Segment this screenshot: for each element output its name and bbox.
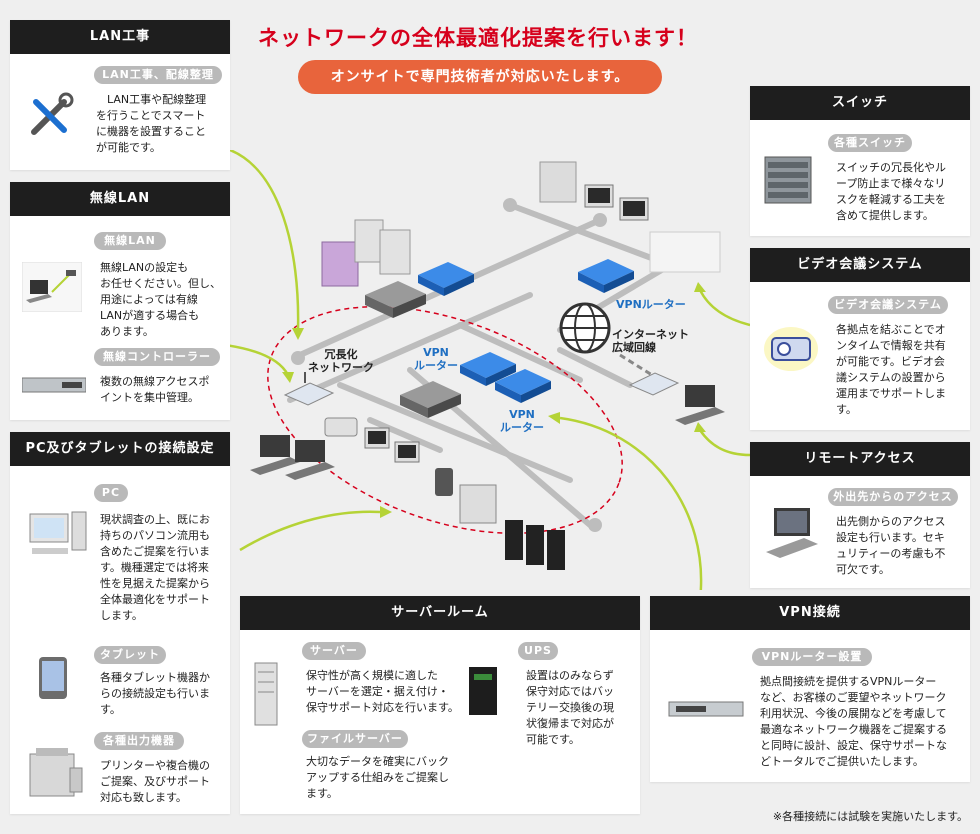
server-text: 保守性が高く規模に適した サーバーを選定・据え付け・ 保守サポート対応を行います…: [306, 669, 459, 714]
vpn-text: 拠点間接続を提供するVPNルーター など、お客様のご要望やネットワーク 利用状況…: [760, 675, 947, 768]
desktop-pc-icon: [584, 184, 649, 221]
server-rack-icon: [254, 662, 278, 726]
internet-globe-icon: [559, 302, 611, 354]
switch-rack-icon: [764, 156, 812, 204]
laptop-icon: [766, 508, 818, 558]
panel-title: スイッチ: [750, 86, 970, 120]
vpn-router-label: VPNルーター: [616, 298, 686, 311]
video-text: 各拠点を結ぶことでオ ンタイムで情報を共有 が可能です。ビデオ会 議システムの設…: [836, 323, 946, 416]
phone-icon: [324, 417, 358, 437]
server-room-panel: サーバールーム サーバー 保守性が高く規模に適した サーバーを選定・据え付け・ …: [240, 596, 640, 814]
lan-text: LAN工事や配線整理 を行うことでスマート に機器を設置すること が可能です。: [96, 93, 207, 154]
video-pill: ビデオ会議システム: [828, 296, 948, 314]
panel-title: 無線LAN: [10, 182, 230, 216]
ups-pill: UPS: [518, 642, 558, 660]
vpn-router-icon: [495, 369, 551, 403]
output-device-pill: 各種出力機器: [94, 732, 184, 750]
printer-icon: [29, 748, 83, 797]
desktop-pc-icon: [364, 427, 420, 463]
panel-title: VPN接続: [650, 596, 970, 630]
vpn-router-label: VPN ルーター: [500, 408, 544, 434]
video-conference-icon: [649, 231, 721, 273]
wireless-laptop-icon: [22, 262, 82, 312]
vpn-router-icon: [578, 259, 634, 293]
redundant-network-label: 冗長化 ネットワーク: [308, 348, 374, 374]
wireless-controller-text: 複数の無線アクセスポ イントを集中管理。: [100, 375, 210, 404]
vpn-panel: VPN接続 VPNルーター設置 拠点間接続を提供するVPNルーター など、お客様…: [650, 596, 970, 782]
network-diagram: [230, 150, 750, 590]
laptop-icon: [250, 435, 335, 480]
pc-pill: PC: [94, 484, 128, 502]
video-panel: ビデオ会議システム ビデオ会議システム 各拠点を結ぶことでオ ンタイムで情報を共…: [750, 248, 970, 430]
lan-pill: LAN工事、配線整理: [94, 66, 222, 84]
onsite-banner: オンサイトで専門技術者が対応いたします。: [298, 60, 662, 94]
switch-panel: スイッチ 各種スイッチ スイッチの冗長化やル ープ防止まで様々なリ スクを軽減す…: [750, 86, 970, 236]
vpn-router-pill: VPNルーター設置: [752, 648, 872, 666]
switch-icon: [400, 381, 461, 418]
file-server-pill: ファイルサーバー: [302, 730, 408, 748]
file-server-text: 大切なデータを確実にバック アップする仕組みをご提案し ます。: [306, 755, 449, 800]
vpn-router-label: VPN ルーター: [414, 346, 458, 372]
ups-icon: [469, 667, 497, 715]
switch-icon: [365, 281, 426, 318]
vpn-router-icon: [418, 262, 474, 296]
ups-text: 設置はのみならず 保守対応ではバッ テリー交換後の現 状復帰まで対応が 可能です…: [526, 669, 614, 746]
panel-title: ビデオ会議システム: [750, 248, 970, 282]
panel-title: サーバールーム: [240, 596, 640, 630]
lan-panel: LAN工事 LAN工事、配線整理 LAN工事や配線整理 を行うことでスマート に…: [10, 20, 230, 170]
laptop-icon: [675, 385, 725, 425]
remote-panel: リモートアクセス 外出先からのアクセス 出先側からのアクセス 設定も行います。セ…: [750, 442, 970, 588]
access-point-icon: [628, 372, 680, 396]
panel-title: リモートアクセス: [750, 442, 970, 476]
vpn-router-device-icon: [668, 701, 744, 717]
wireless-text: 無線LANの設定も お任せください。但し、 用途によっては有線 LANが適する場…: [100, 261, 221, 338]
wireless-controller-icon: [22, 377, 86, 393]
access-point-icon: [283, 372, 335, 406]
server-icon: [321, 219, 411, 287]
page-headline: ネットワークの全体最適化提案を行います！: [258, 26, 698, 50]
wireless-panel: 無線LAN 無線LAN 無線LANの設定も お任せください。但し、 用途によって…: [10, 182, 230, 420]
remote-pill: 外出先からのアクセス: [828, 488, 958, 506]
server-icon: [539, 161, 577, 203]
pc-text: 現状調査の上、既にお 持ちのパソコン流用も 含めたご提案を行いま す。機種選定で…: [100, 513, 210, 622]
vpn-router-icon: [460, 352, 516, 386]
panel-title: PC及びタブレットの接続設定: [10, 432, 230, 466]
pc-panel: PC及びタブレットの接続設定 PC 現状調査の上、既にお 持ちのパソコン流用も …: [10, 432, 230, 814]
switch-pill: 各種スイッチ: [828, 134, 912, 152]
server-pill: サーバー: [302, 642, 366, 660]
switch-text: スイッチの冗長化やル ープ防止まで様々なリ スクを軽減する工夫を 含めて提供しま…: [836, 161, 946, 222]
wrench-screwdriver-icon: [24, 90, 76, 142]
wireless-pill: 無線LAN: [94, 232, 166, 250]
tablet-text: 各種タブレット機器か らの接続設定も行いま す。: [100, 671, 210, 716]
desktop-pc-icon: [29, 511, 87, 554]
tablet-icon: [39, 657, 67, 699]
remote-text: 出先側からのアクセス 設定も行います。セキ ュリティーの考慮も不 可欠です。: [836, 515, 946, 576]
internet-label: インターネット 広域回線: [612, 328, 689, 354]
projector-icon: [764, 327, 818, 371]
panel-title: LAN工事: [10, 20, 230, 54]
output-device-text: プリンターや複合機の ご提案、及びサポート 対応も致します。: [100, 759, 210, 804]
printer-icon: [459, 484, 497, 524]
wireless-controller-pill: 無線コントローラー: [94, 348, 220, 366]
footnote: ※各種接続には試験を実施いたします。: [772, 810, 968, 823]
tablet-icon: [435, 468, 453, 496]
rack-server-icon: [505, 520, 565, 570]
tablet-pill: タブレット: [94, 646, 166, 664]
